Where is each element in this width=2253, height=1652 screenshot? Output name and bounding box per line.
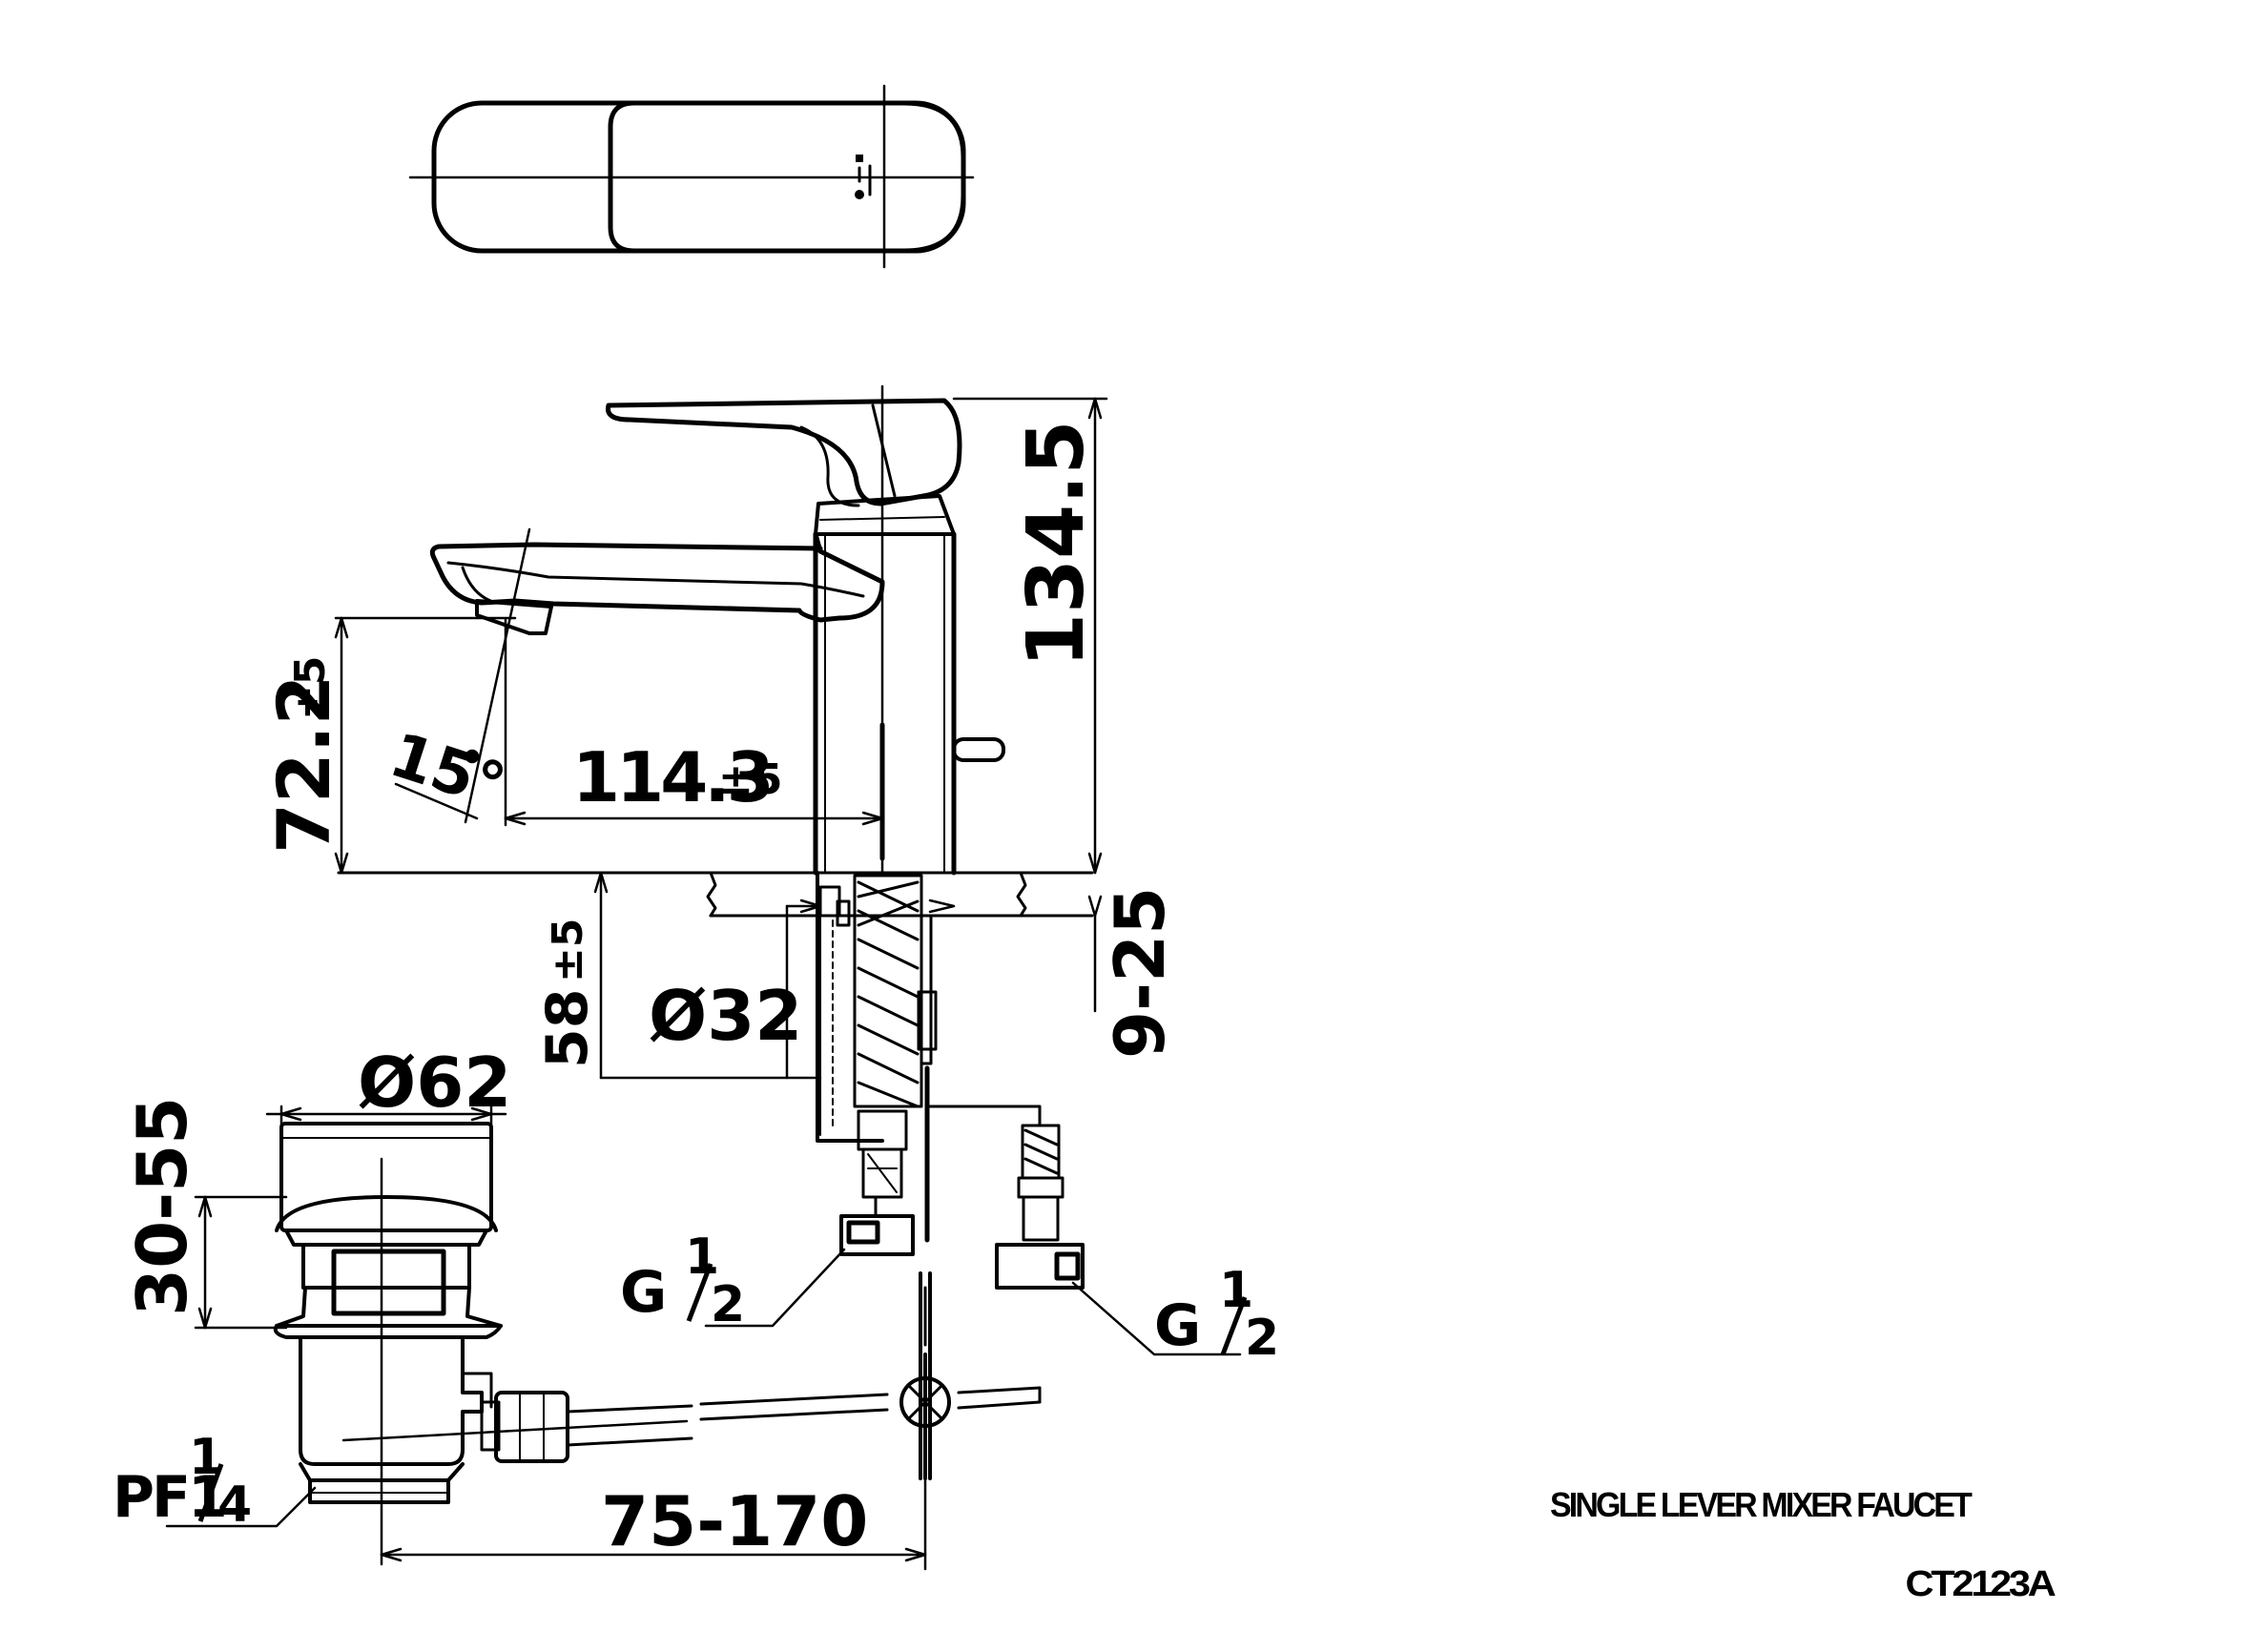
dim-reach-tol: ±5 <box>718 755 782 804</box>
dim-spout-height: 72.2 <box>261 674 346 854</box>
hose-right-num: 1 <box>1219 1262 1253 1319</box>
faucet-side-view <box>337 384 1094 918</box>
dim-shank-dia: Ø32 <box>649 976 802 1056</box>
product-title: SINGLE LEVER MIXER FAUCET <box>1550 1485 1973 1524</box>
dim-waste-dia: Ø62 <box>358 1043 511 1123</box>
dimension-labels: 134.5 72.2 ±5 15° 114.3 ±5 58 ±5 Ø32 9-2… <box>113 421 1279 1561</box>
hose-left-slash <box>686 1263 713 1322</box>
dim-shank-len: 58 <box>534 989 601 1069</box>
shank-assembly <box>816 871 1085 1480</box>
waste-thread-den: 4 <box>217 1476 252 1534</box>
dim-rod-range: 75-170 <box>601 1481 868 1561</box>
model-number: CT2123A <box>1906 1564 2057 1604</box>
dim-spout-reach: 114.3 <box>572 737 771 817</box>
hose-left-g: G <box>620 1259 667 1326</box>
top-view <box>408 84 975 269</box>
popup-waste <box>273 1122 1042 1566</box>
dim-waste-range: 30-55 <box>122 1097 202 1316</box>
dim-angle: 15° <box>382 720 513 823</box>
hose-right-den: 2 <box>1245 1310 1279 1367</box>
hose-left-den: 2 <box>711 1276 745 1333</box>
dimension-lines <box>165 397 1242 1571</box>
dim-shank-tol: ±5 <box>544 919 592 982</box>
hose-left-num: 1 <box>685 1229 719 1286</box>
hose-right-g: G <box>1154 1292 1201 1359</box>
dim-height-total: 134.5 <box>1011 421 1102 668</box>
hose-right-slash <box>1220 1296 1248 1355</box>
waste-thread-slash <box>197 1463 224 1522</box>
title-block: SINGLE LEVER MIXER FAUCET CT2123A <box>1550 1485 2058 1604</box>
dim-spout-tol: ±5 <box>286 656 335 720</box>
dim-deck-range: 9-25 <box>1100 887 1180 1059</box>
